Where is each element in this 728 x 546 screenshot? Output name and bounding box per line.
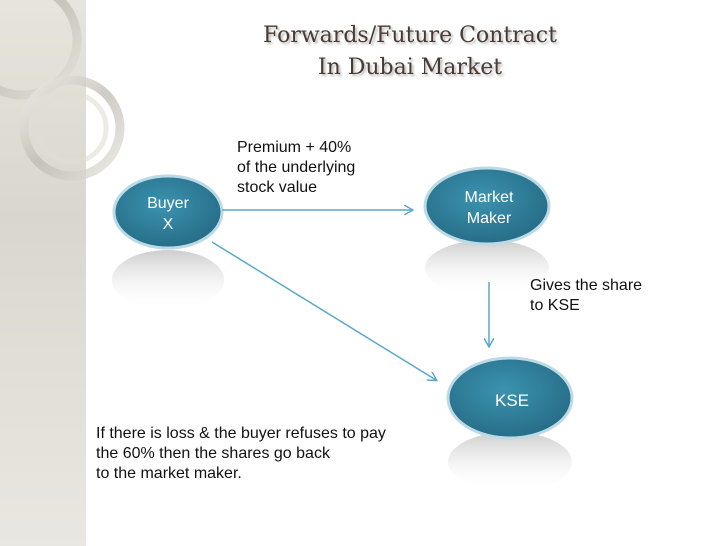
decorative-rings (0, 0, 125, 181)
kse-node-reflection (448, 432, 572, 492)
kse-node (446, 356, 574, 440)
arrow-buyer-to-kse (211, 241, 436, 380)
slide-title: Forwards/Future Contract In Dubai Market (200, 20, 620, 84)
title-line-2: In Dubai Market (317, 55, 503, 80)
market-maker-node-label-line1: Market (465, 189, 514, 206)
decorative-ring-top (0, 0, 82, 100)
premium-annotation: Premium + 40% of the underlying stock va… (237, 139, 356, 196)
title-line-1: Forwards/Future Contract (263, 23, 557, 48)
market-maker-node (423, 166, 551, 246)
kse-node-label: KSE (495, 391, 529, 410)
buyer-node (112, 174, 224, 250)
buyer-node-reflection (112, 250, 224, 310)
market-maker-node-reflection (425, 240, 549, 296)
buyer-node-label-line2: X (163, 216, 174, 233)
market-maker-node-label-line2: Maker (467, 210, 512, 227)
gives-share-annotation: Gives the share to KSE (530, 277, 643, 314)
decorative-ring-bottom (19, 75, 125, 181)
decorative-ring-inner (35, 91, 109, 165)
loss-annotation: If there is loss & the buyer refuses to … (96, 425, 386, 482)
buyer-node-label-line1: Buyer (147, 195, 189, 212)
